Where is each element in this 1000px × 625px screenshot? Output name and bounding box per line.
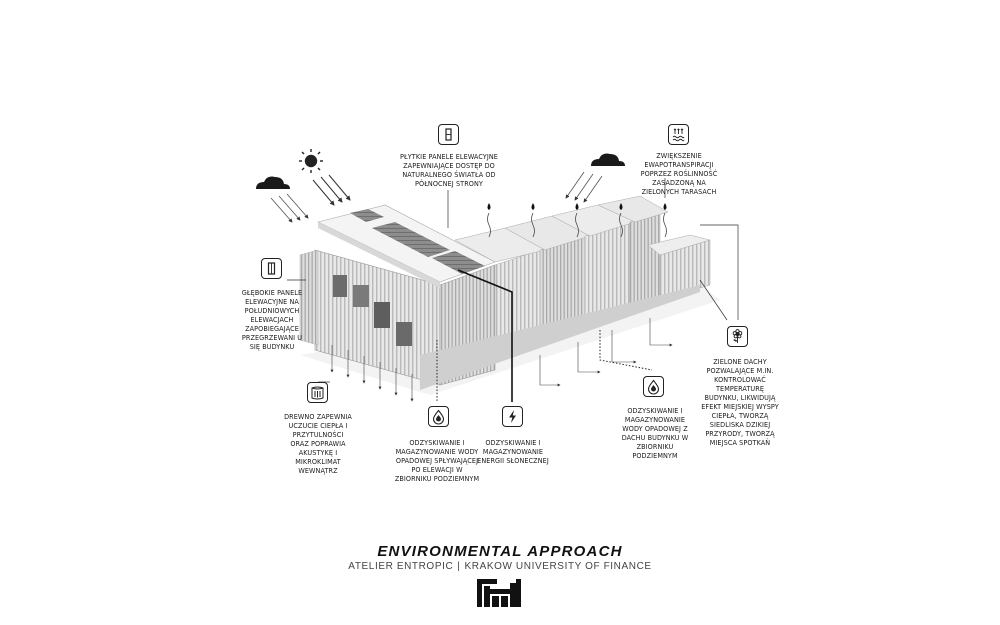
cloud-icon	[591, 153, 625, 166]
panel-icon	[438, 124, 459, 145]
building-model	[299, 195, 720, 395]
wood-icon	[307, 382, 328, 403]
solar-panel-array	[432, 251, 485, 274]
lower-wing-face	[299, 249, 319, 346]
lightning-icon	[502, 406, 523, 427]
roof-water-label: ODZYSKIWANIE I MAGAZYNOWANIE WODY OPADOW…	[621, 406, 689, 460]
panel-icon	[261, 258, 282, 279]
timber-recess	[333, 275, 347, 297]
water-leader-lines	[436, 330, 653, 402]
water-drop-icon	[643, 376, 664, 397]
sun-icon	[299, 149, 323, 173]
university-name: KRAKOW UNIVERSITY OF FINANCE	[464, 561, 652, 572]
leader-lines	[287, 178, 739, 383]
building-plinth	[420, 285, 700, 390]
sun-rays	[312, 174, 351, 206]
end-block-roof	[647, 234, 711, 256]
green-roofs-label: ZIELONE DACHY POZWALAJĄCE M.IN. KONTROLO…	[701, 357, 779, 447]
roof-drainage-arrows	[539, 318, 673, 387]
flower-icon	[727, 326, 748, 347]
north-panels-label: PŁYTKIE PANELE ELEWACYJNE ZAPEWNIAJĄCE D…	[400, 152, 498, 188]
subtitle: ATELIER ENTROPIC|KRAKOW UNIVERSITY OF FI…	[0, 561, 1000, 572]
terrace-roof	[597, 195, 669, 223]
cloud-icon	[256, 176, 290, 189]
evaporation-drops	[487, 203, 667, 210]
subtitle-separator: |	[457, 561, 461, 572]
atelier-name: ATELIER ENTROPIC	[348, 561, 454, 572]
page-title: ENVIRONMENTAL APPROACH	[377, 543, 623, 560]
timber-recess	[396, 322, 412, 346]
main-block-parapet	[318, 222, 440, 288]
drainage-arrows	[330, 345, 414, 402]
timber-recess	[374, 302, 390, 328]
atelier-logo	[476, 578, 522, 608]
solar-leader-line	[457, 269, 513, 402]
rain-arrows	[565, 171, 603, 203]
water-drop-icon	[428, 406, 449, 427]
wood-label: DREWNO ZAPEWNIA UCZUCIE CIEPŁA I PRZYTUL…	[284, 412, 352, 475]
solar-panel-array	[350, 209, 384, 222]
evaporation-icon	[668, 124, 689, 145]
timber-recess	[353, 285, 369, 307]
south-panels-label: GŁĘBOKIE PANELE ELEWACYJNE NA POŁUDNIOWY…	[241, 288, 303, 351]
evapotranspiration-label: ZWIĘKSZENIE EWAPOTRANSPIRACJI POPRZEZ RO…	[640, 151, 718, 196]
facade-water-label: ODZYSKIWANIE I MAGAZYNOWANIE WODY OPADOW…	[394, 438, 480, 483]
rain-arrows	[270, 193, 309, 223]
solar-label: ODZYSKIWANIE I MAGAZYNOWANIE ENERGII SŁO…	[477, 438, 549, 465]
solar-panel-array	[372, 222, 450, 257]
evaporation-lines	[487, 212, 667, 238]
